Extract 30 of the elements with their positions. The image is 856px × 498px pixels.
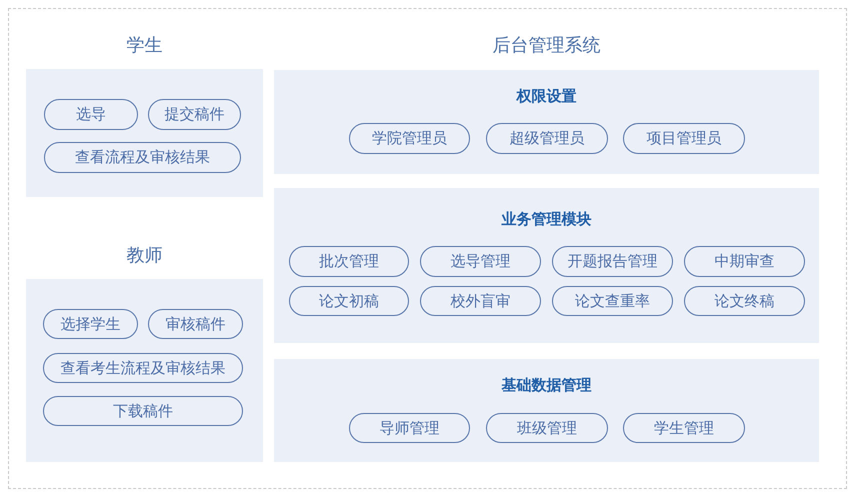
pill-box: 学生管理 xyxy=(623,413,745,443)
pill-box: 论文终稿 xyxy=(684,286,805,316)
pill-box: 下载稿件 xyxy=(43,396,243,426)
pill-box: 提交稿件 xyxy=(148,99,241,130)
panel xyxy=(274,188,819,343)
pill-box: 导师管理 xyxy=(349,413,470,443)
pill-box: 论文初稿 xyxy=(289,286,409,316)
column-heading: 后台管理系统 xyxy=(492,34,602,57)
pill-box: 项目管理员 xyxy=(623,123,745,154)
pill-box: 校外盲审 xyxy=(420,286,541,316)
pill-box: 查看考生流程及审核结果 xyxy=(43,353,243,383)
pill-box: 班级管理 xyxy=(486,413,608,443)
column-heading: 教师 xyxy=(126,244,162,267)
pill-box: 查看流程及审核结果 xyxy=(44,142,241,173)
pill-box: 超级管理员 xyxy=(486,123,608,154)
panel-heading: 业务管理模块 xyxy=(502,210,592,230)
panel xyxy=(274,359,819,462)
pill-box: 选导 xyxy=(44,99,138,130)
pill-box: 论文查重率 xyxy=(552,286,673,316)
pill-box: 中期审查 xyxy=(684,246,805,277)
panel-heading: 权限设置 xyxy=(516,87,576,107)
pill-box: 审核稿件 xyxy=(148,309,243,339)
panel xyxy=(274,70,819,174)
panel-heading: 基础数据管理 xyxy=(502,376,592,396)
pill-box: 选择学生 xyxy=(43,309,138,339)
pill-box: 选导管理 xyxy=(420,246,541,277)
column-heading: 学生 xyxy=(126,34,162,57)
pill-box: 开题报告管理 xyxy=(552,246,673,277)
pill-box: 学院管理员 xyxy=(349,123,470,154)
pill-box: 批次管理 xyxy=(289,246,409,277)
